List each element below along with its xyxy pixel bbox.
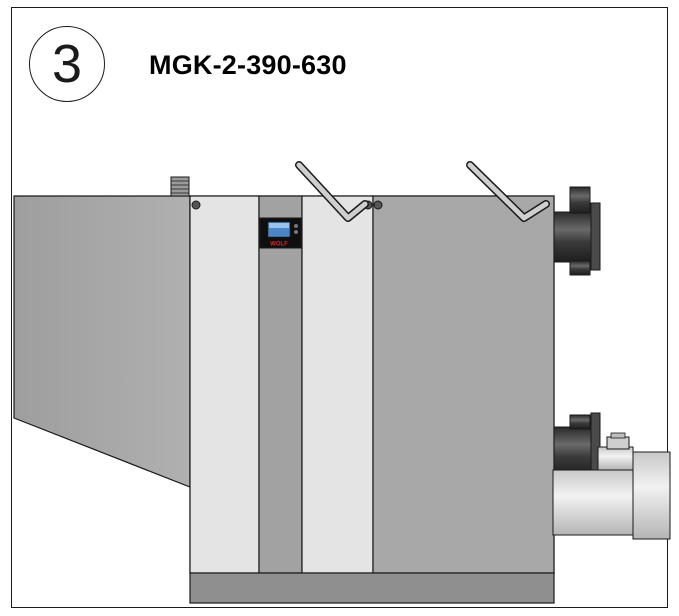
left-housing [13,195,191,488]
front-panel-left [189,195,260,574]
flue-stub-icon [170,176,190,197]
step-number-badge: 3 [29,26,105,102]
model-title: MGK-2-390-630 [149,50,347,80]
front-panel-right [301,195,374,574]
control-display-icon: WOLF [259,217,302,249]
water-connection-icon [553,186,601,276]
step-number: 3 [51,34,83,94]
flue-adapter-icon [552,432,671,540]
right-casing [372,195,555,574]
screw-left [191,200,201,210]
screw-right-b [373,200,383,210]
lifting-hook-icon [295,161,369,222]
center-strip [258,195,303,574]
base-plinth [189,572,555,604]
lifting-hook-icon [466,161,550,222]
display-logo: WOLF [270,242,288,248]
